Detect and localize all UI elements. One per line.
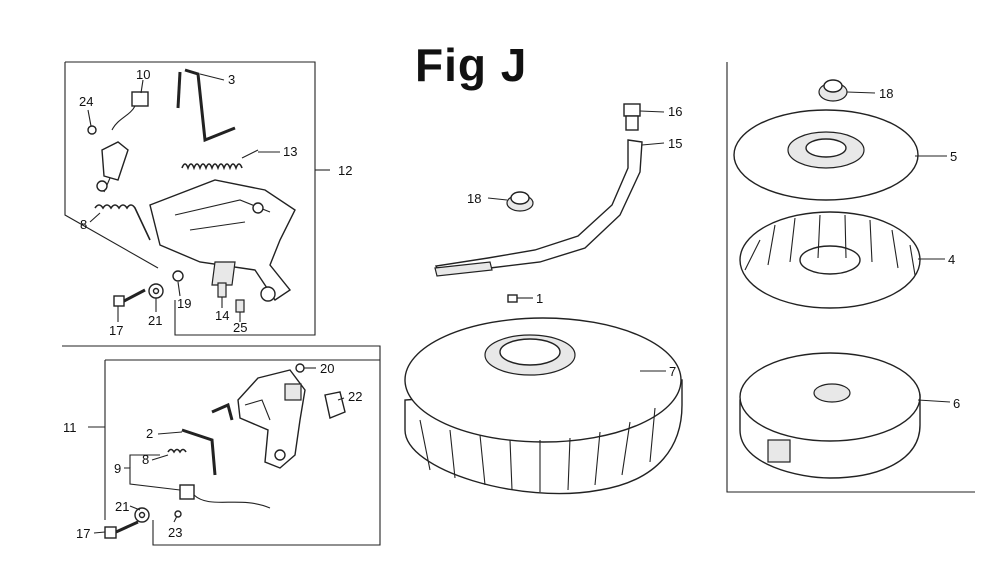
callout-19: 19	[177, 296, 191, 311]
callout-12: 12	[338, 163, 352, 178]
part-25-screw	[235, 299, 245, 313]
part-12-control-bracket	[149, 179, 296, 302]
part-21-washer-lower	[134, 507, 150, 523]
callout-18-center: 18	[467, 191, 481, 206]
leader-lines	[87, 73, 951, 534]
callout-6: 6	[953, 396, 960, 411]
callout-3: 3	[228, 72, 235, 87]
part-23-screw	[174, 510, 182, 518]
part-1-key	[507, 294, 518, 303]
part-19-nut	[172, 270, 184, 282]
part-18-nut-center	[506, 191, 534, 212]
part-8-spring-lower	[167, 448, 187, 454]
callout-11: 11	[63, 420, 77, 435]
callout-5: 5	[950, 149, 957, 164]
part-16-cap	[623, 103, 641, 131]
callout-9: 9	[114, 461, 121, 476]
callout-20: 20	[320, 361, 334, 376]
callout-8-lower: 8	[142, 452, 149, 467]
callout-24: 24	[79, 94, 93, 109]
callout-2: 2	[146, 426, 153, 441]
group-frame-11	[62, 345, 381, 546]
callout-18-right: 18	[879, 86, 893, 101]
part-2-rod	[181, 402, 234, 476]
part-15-stay-arm	[434, 139, 643, 277]
part-9-switch-lower	[179, 484, 271, 509]
callout-22: 22	[348, 389, 362, 404]
part-7-flywheel	[404, 317, 683, 495]
part-10-stop-switch	[96, 91, 149, 193]
part-24-screw	[87, 125, 97, 135]
part-14-screw	[217, 282, 227, 298]
part-3-rod	[176, 68, 236, 143]
callout-25: 25	[233, 320, 247, 335]
callout-8-upper: 8	[80, 217, 87, 232]
callout-1: 1	[536, 291, 543, 306]
group-frame-right	[726, 62, 975, 493]
callout-21-lower: 21	[115, 499, 129, 514]
callout-7: 7	[669, 364, 676, 379]
part-8-spring	[94, 204, 151, 241]
part-6-starter-pulley	[739, 352, 921, 479]
group-frame-12	[64, 61, 330, 336]
callout-17-lower: 17	[76, 526, 90, 541]
part-11-governor-arm-assy	[237, 369, 306, 469]
callout-16: 16	[668, 104, 682, 119]
part-17-bolt-lower	[104, 520, 139, 539]
part-22-clamp	[324, 391, 346, 419]
part-21-washer-upper	[148, 283, 164, 299]
part-17-bolt-upper	[113, 288, 146, 307]
part-20-nut	[295, 363, 305, 373]
part-13-spring	[181, 149, 259, 171]
callout-23: 23	[168, 525, 182, 540]
part-5-cooling-fan-plate	[733, 109, 919, 201]
figure-title: Fig J	[415, 39, 528, 91]
callout-labels: 10 3 24 13 12 8 19 14 25 17 21 20 22 11 …	[63, 67, 960, 541]
part-4-fan	[739, 211, 921, 309]
part-18-nut-right	[818, 79, 848, 102]
callout-14: 14	[215, 308, 229, 323]
callout-13: 13	[283, 144, 297, 159]
callout-21-upper: 21	[148, 313, 162, 328]
callout-17-upper: 17	[109, 323, 123, 338]
callout-4: 4	[948, 252, 955, 267]
callout-15: 15	[668, 136, 682, 151]
callout-10: 10	[136, 67, 150, 82]
